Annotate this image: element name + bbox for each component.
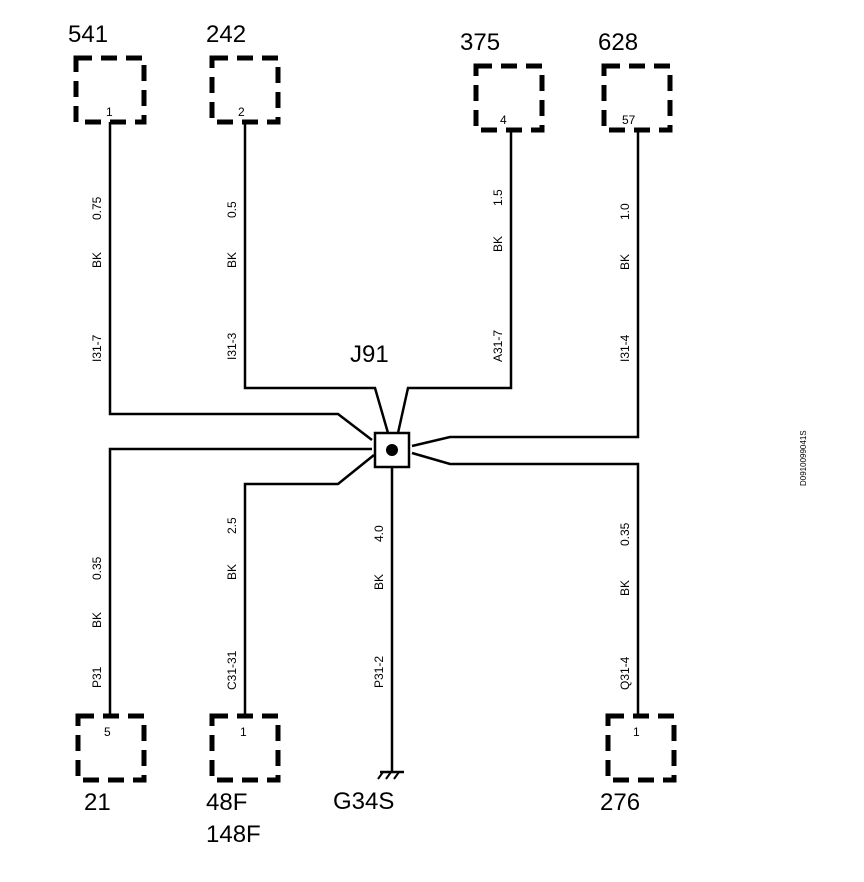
wire-circuit-label: I31-4 [618,334,632,362]
connector-628: 628 57 [598,29,673,133]
connector-box [73,55,147,125]
connector-box [605,713,677,783]
connector-pin: 1 [633,725,640,739]
wire-paths [108,122,640,772]
connector-pin: 57 [622,113,636,127]
wire-circuit-label: A31-7 [491,330,505,362]
ground-hatch [377,771,384,780]
wire-color-label: BK [491,236,505,252]
connector-label: 628 [598,29,638,56]
wire-color-label: BK [90,252,104,268]
connector-box [209,55,281,125]
connector-box [473,63,545,133]
ground-g34s: G34S [333,770,404,815]
wire-size-label: 0.35 [90,556,104,580]
wire-circuit-label: P31 [90,666,104,688]
connector-label: 48F [206,789,247,816]
connector-242: 242 2 [206,21,281,125]
wire-size-label: 2.5 [225,517,239,534]
wire-color-label: BK [90,612,104,628]
wire-circuit-label: I31-3 [225,332,239,360]
wire-628-path [411,132,640,448]
wire-242-path [243,122,390,434]
connector-21: 21 5 [75,713,147,816]
splice-j91: J91 [350,341,411,469]
wire-size-label: 4.0 [372,525,386,542]
connector-48f: 48F 148F 1 [206,713,281,848]
wire-size-label: 0.5 [225,201,239,218]
wire-size-label: 0.35 [618,522,632,546]
connector-label-secondary: 148F [206,821,261,848]
ground-hatch [393,771,400,780]
connector-375: 375 4 [460,29,545,133]
wire-circuit-label: C31-31 [225,650,239,690]
connector-label: 541 [68,21,108,48]
connector-label: 375 [460,29,500,56]
connector-276: 276 1 [600,713,677,816]
connector-label: 276 [600,789,640,816]
wire-48f-path [243,454,375,716]
wire-375-path [396,132,513,434]
wire-541-path [108,122,373,441]
splice-dot [386,444,398,456]
wire-color-label: BK [372,574,386,590]
wire-21-path [108,447,372,716]
wire-color-label: BK [225,252,239,268]
wire-color-label: BK [618,580,632,596]
wire-circuit-label: Q31-4 [618,656,632,690]
connector-pin: 2 [238,105,245,119]
connector-box [75,713,147,783]
connector-box [209,713,281,783]
connector-label: 242 [206,21,246,48]
connector-pin: 5 [104,725,111,739]
wire-size-label: 1.0 [618,203,632,220]
wire-size-label: 0.75 [90,196,104,220]
wire-276-path [411,451,640,716]
connector-pin: 4 [500,113,507,127]
splice-label: J91 [350,341,389,368]
connector-pin: 1 [106,105,113,119]
wire-circuit-label: P31-2 [372,656,386,688]
connector-box [601,63,673,133]
ground-hatch [385,771,392,780]
connector-pin: 1 [240,725,247,739]
wire-size-label: 1.5 [491,189,505,206]
connector-541: 541 1 [68,21,147,125]
ground-label: G34S [333,788,394,815]
document-code: D0910099041S [799,430,808,486]
connector-label: 21 [84,789,111,816]
wire-color-label: BK [618,254,632,270]
wire-circuit-label: I31-7 [90,334,104,362]
wire-color-label: BK [225,564,239,580]
